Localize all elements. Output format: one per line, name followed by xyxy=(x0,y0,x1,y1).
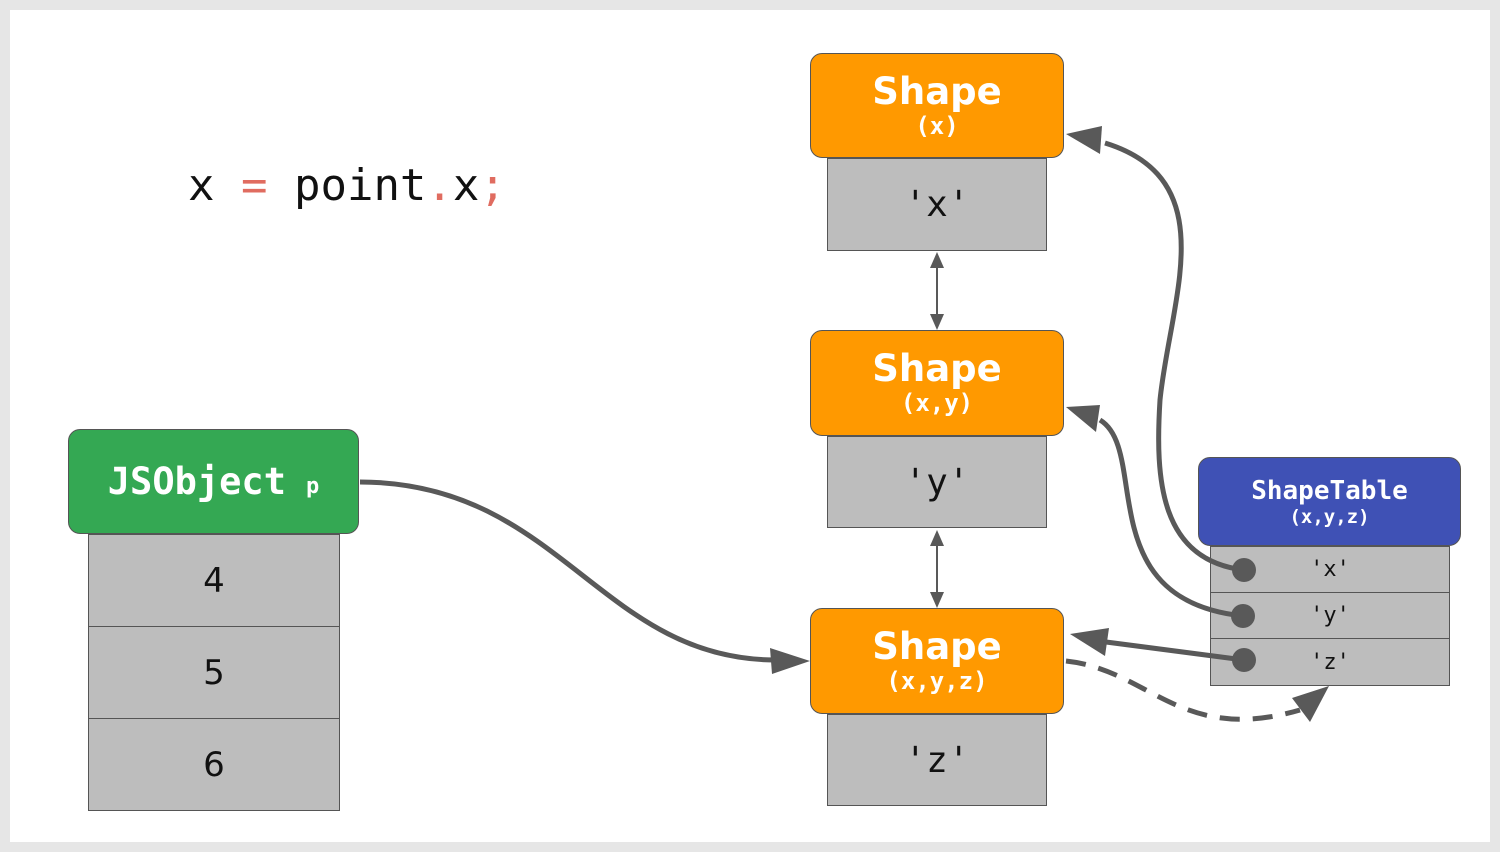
shape-xyz-header: Shape (x,y,z) xyxy=(810,608,1064,714)
shape-table-title: ShapeTable xyxy=(1251,475,1408,506)
jsobject-var: p xyxy=(305,474,320,499)
shape-params: (x,y,z) xyxy=(886,667,988,695)
code-token: point xyxy=(293,160,427,211)
shape-key: 'x' xyxy=(904,184,970,225)
jsobject-value: 5 xyxy=(203,652,225,693)
shape-table-header: ShapeTable (x,y,z) xyxy=(1198,457,1461,546)
code-token xyxy=(267,160,294,211)
shape-key: 'z' xyxy=(904,739,970,781)
jsobject-value-cell: 4 xyxy=(88,534,340,627)
shape-xyz-key-cell: 'z' xyxy=(827,714,1047,806)
jsobject-value-cell: 6 xyxy=(88,718,340,811)
shape-table-key: 'z' xyxy=(1310,649,1350,675)
shape-title: Shape xyxy=(872,69,1002,113)
shape-table-row: 'y' xyxy=(1210,592,1450,639)
shape-table-key: 'y' xyxy=(1310,603,1350,628)
code-statement: x = point.x; xyxy=(82,108,506,264)
jsobject-title: JSObject xyxy=(107,460,286,503)
shape-table-row: 'x' xyxy=(1210,546,1450,593)
shape-table-params: (x,y,z) xyxy=(1289,505,1370,528)
code-token xyxy=(214,160,241,211)
code-token: = xyxy=(240,160,268,211)
jsobject-header: JSObject p xyxy=(68,429,359,534)
shape-title: Shape xyxy=(872,347,1002,390)
code-token: x xyxy=(452,160,480,211)
shape-xy-key-cell: 'y' xyxy=(827,436,1047,528)
jsobject-value-cell: 5 xyxy=(88,626,340,719)
jsobject-value: 4 xyxy=(203,560,225,601)
code-token: . xyxy=(426,160,453,211)
shape-x-key-cell: 'x' xyxy=(827,158,1047,251)
jsobject-value: 6 xyxy=(203,744,225,785)
shape-title: Shape xyxy=(872,625,1002,668)
code-token: ; xyxy=(479,160,506,211)
shape-x-header: Shape (x) xyxy=(810,53,1064,158)
code-token: x xyxy=(187,160,215,211)
shape-key: 'y' xyxy=(904,461,970,503)
shape-table-key: 'x' xyxy=(1310,557,1350,582)
shape-params: (x) xyxy=(915,111,959,140)
shape-table-row: 'z' xyxy=(1210,638,1450,686)
shape-params: (x,y) xyxy=(900,389,974,417)
shape-xy-header: Shape (x,y) xyxy=(810,330,1064,436)
